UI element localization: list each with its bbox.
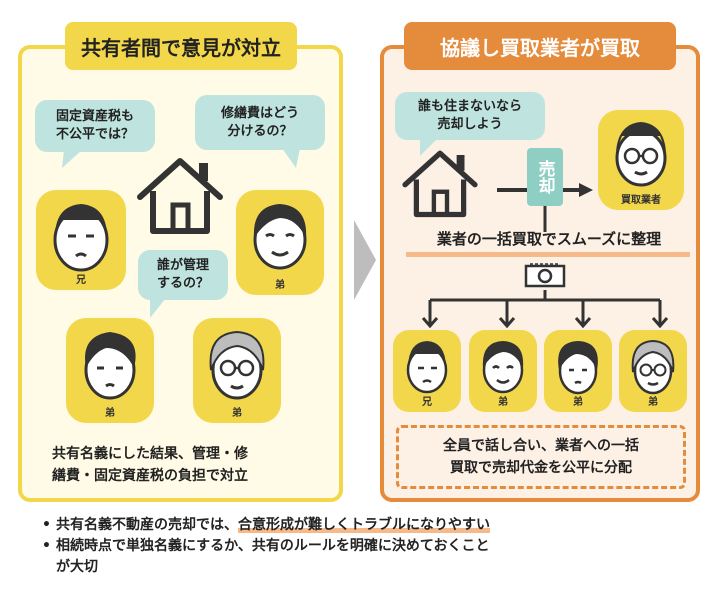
process-underline	[406, 252, 690, 257]
money-icon	[524, 263, 566, 288]
left-panel-title: 共有者間で意見が対立	[65, 22, 297, 70]
bubble-manage-tail	[150, 298, 166, 318]
connector-line	[543, 206, 547, 232]
face-brother-bottom-left: 弟	[66, 318, 154, 423]
bullet-text: 相続時点で単独名義にするか、共有のルールを明確に決めておくこと が大切	[56, 538, 490, 575]
small-face-older-brother: 兄	[393, 330, 461, 412]
bullet-text-plain: 共有名義不動産の売却では、	[56, 517, 238, 533]
face-older-brother: 兄	[36, 190, 126, 290]
sale-tag: 売却	[527, 148, 563, 206]
house-icon	[402, 150, 478, 218]
buyer-label: 買取業者	[621, 195, 661, 206]
chevron-right-icon	[354, 220, 376, 300]
face-buyer: 買取業者	[598, 110, 684, 210]
small-face-label: 兄	[422, 397, 432, 408]
face-brother-bottom-left-label: 弟	[105, 408, 115, 419]
older-brother-face-icon	[406, 341, 448, 394]
bubble-sell-text: 誰も住まないなら 売却しよう	[417, 99, 522, 132]
bubble-sell-tail	[420, 138, 438, 156]
younger-brother-face-icon	[482, 341, 524, 394]
younger-brother-face-icon	[84, 332, 136, 400]
grey-haired-brother-face-icon	[631, 339, 675, 395]
small-face-brother-1: 弟	[469, 330, 537, 412]
bullet-item: • 共有名義不動産の売却では、合意形成が難しくトラブルになりやすい	[42, 515, 702, 536]
older-brother-face-icon	[53, 204, 109, 272]
bullet-item: • 相続時点で単独名義にするか、共有のルールを明確に決めておくこと が大切	[42, 536, 702, 578]
bubble-manage-text: 誰が管理 するの？	[156, 258, 209, 291]
small-face-label: 弟	[648, 397, 658, 408]
bubble-repair: 修繕費はどう 分けるの？	[195, 95, 325, 150]
house-icon	[137, 158, 223, 234]
younger-brother-face-icon	[253, 204, 307, 270]
process-label: 業者の一括買取でスムーズに整理	[436, 230, 662, 248]
bubble-tax-tail	[62, 150, 82, 168]
small-face-brother-2: 弟	[544, 330, 612, 412]
bubble-repair-text: 修繕費はどう 分けるの？	[220, 105, 299, 139]
right-panel-title: 協議し買取業者が買取	[404, 22, 676, 70]
face-brother-right-label: 弟	[275, 280, 285, 291]
bubble-repair-tail	[282, 148, 300, 168]
face-grey-brother-label: 弟	[232, 408, 242, 419]
bullet-dot: •	[42, 517, 51, 533]
bubble-tax-text: 固定資産税も 不公平では？	[55, 109, 134, 142]
small-face-label: 弟	[498, 397, 508, 408]
bubble-sell: 誰も住まないなら 売却しよう	[395, 92, 545, 140]
small-face-grey-brother: 弟	[619, 330, 687, 412]
summary-bullets: • 共有名義不動産の売却では、合意形成が難しくトラブルになりやすい • 相続時点…	[42, 515, 702, 578]
bubble-manage: 誰が管理 するの？	[138, 250, 228, 300]
bubble-tax: 固定資産税も 不公平では？	[35, 100, 155, 152]
bullet-text-highlight: 合意形成が難しくトラブルになりやすい	[238, 517, 490, 533]
left-caption: 共有名義にした結果、管理・修 繕費・固定資産税の負担で対立	[52, 446, 248, 484]
result-text: 全員で話し合い、業者への一括 買取で売却代金を公平に分配	[443, 438, 639, 476]
face-older-brother-label: 兄	[76, 275, 86, 286]
result-box: 全員で話し合い、業者への一括 買取で売却代金を公平に分配	[396, 425, 686, 489]
bullet-text: 共有名義不動産の売却では、合意形成が難しくトラブルになりやすい	[56, 515, 490, 536]
face-grey-brother: 弟	[193, 318, 281, 423]
face-brother-right: 弟	[236, 190, 324, 295]
small-face-label: 弟	[573, 397, 583, 408]
grey-haired-brother-face-icon	[209, 330, 265, 400]
distribution-arrows	[421, 290, 669, 329]
younger-brother-face-icon	[558, 341, 598, 395]
bullet-dot: •	[42, 538, 51, 554]
buyer-face-icon	[615, 122, 667, 187]
